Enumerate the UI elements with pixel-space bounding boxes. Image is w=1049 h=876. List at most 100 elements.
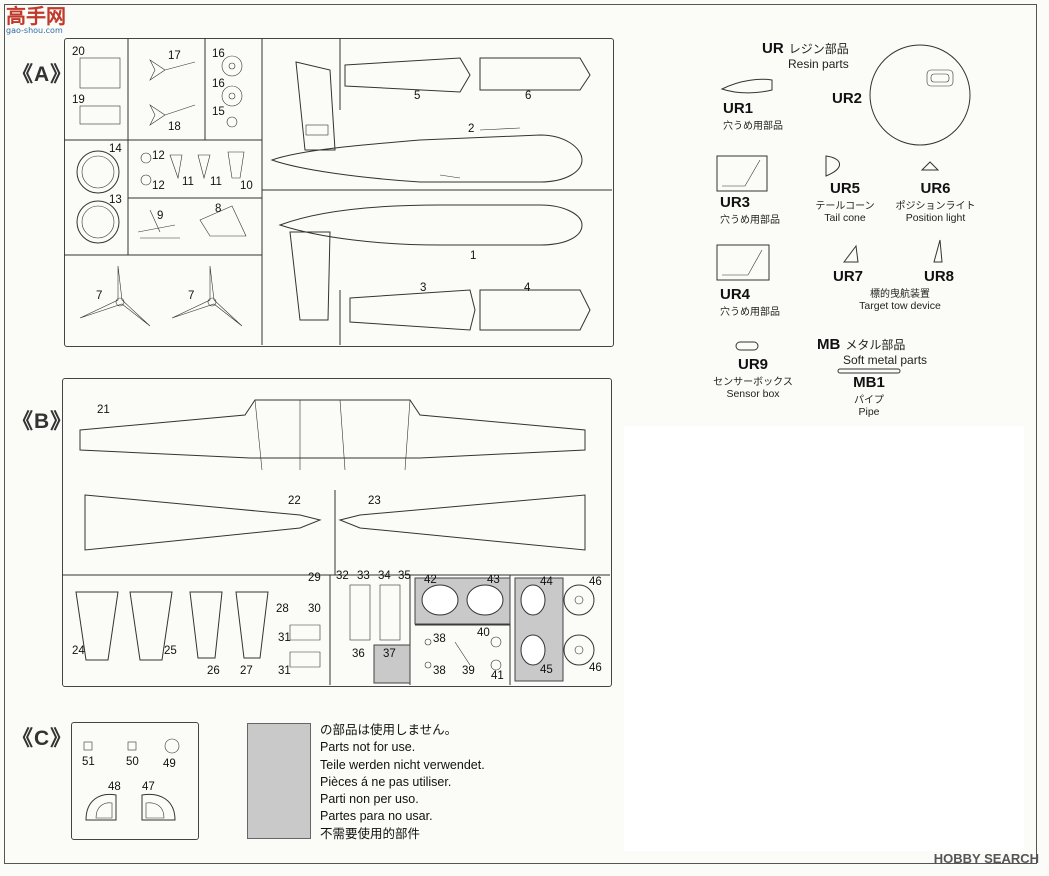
part-b-38a: 38 xyxy=(433,633,446,645)
part-a-14: 14 xyxy=(109,143,122,155)
not-used-line-fr: Pièces á ne pas utiliser. xyxy=(320,774,452,789)
part-b-24: 24 xyxy=(72,645,85,657)
part-a-1: 1 xyxy=(470,250,477,262)
part-a-7a: 7 xyxy=(96,290,103,302)
ur1-label: UR1 穴うめ用部品 xyxy=(723,100,783,132)
part-c-47: 47 xyxy=(142,781,155,793)
part-a-9: 9 xyxy=(157,210,164,222)
instruction-sheet xyxy=(4,4,1037,864)
part-b-30: 30 xyxy=(308,603,321,615)
part-c-49: 49 xyxy=(163,758,176,770)
metal-header-en: Soft metal parts xyxy=(843,353,928,367)
section-c-label: 《C》 xyxy=(12,727,73,750)
ur4-code: UR4 xyxy=(720,286,751,303)
part-b-21: 21 xyxy=(97,404,110,416)
mb1-label: MB1 パイプ Pipe xyxy=(838,374,900,418)
ur7-code: UR7 xyxy=(833,268,864,285)
part-a-13: 13 xyxy=(109,194,122,206)
ur5-en: Tail cone xyxy=(824,212,866,224)
brand-watermark: HOBBY SEARCH xyxy=(933,851,1039,866)
ur4-label: UR4 穴うめ用部品 xyxy=(720,286,780,318)
part-b-32: 32 xyxy=(336,570,349,582)
ur8-en: Target tow device xyxy=(859,300,941,312)
part-a-18: 18 xyxy=(168,121,181,133)
site-logo: 高手网 gao-shou.com xyxy=(6,6,66,35)
metal-header: MB メタル部品 Soft metal parts xyxy=(817,334,927,367)
not-used-swatch xyxy=(247,723,311,839)
part-a-16a: 16 xyxy=(212,48,225,60)
part-b-31b: 31 xyxy=(278,665,291,677)
ur4-jp: 穴うめ用部品 xyxy=(720,307,780,318)
runner-b-frame xyxy=(62,378,612,687)
part-b-28: 28 xyxy=(276,603,289,615)
part-a-11b: 11 xyxy=(210,176,222,188)
section-b-label: 《B》 xyxy=(12,410,73,433)
part-b-34: 34 xyxy=(378,570,391,582)
part-a-20: 20 xyxy=(72,46,85,58)
part-b-38b: 38 xyxy=(433,665,446,677)
part-b-36: 36 xyxy=(352,648,365,660)
ur8-label: 標的曳航装置 Target tow device xyxy=(840,285,960,312)
ur9-jp: センサーボックス xyxy=(713,377,793,388)
ur5-code: UR5 xyxy=(829,180,860,197)
part-b-23: 23 xyxy=(368,495,381,507)
part-a-7b: 7 xyxy=(188,290,195,302)
part-b-45: 45 xyxy=(540,664,553,676)
not-used-line-jp: の部品は使用しません。 xyxy=(320,723,458,737)
part-b-31a: 31 xyxy=(278,632,291,644)
part-b-40: 40 xyxy=(477,627,490,639)
not-used-legend: の部品は使用しません。 Parts not for use. Teile wer… xyxy=(320,722,485,843)
part-a-15: 15 xyxy=(212,106,225,118)
ur3-label: UR3 穴うめ用部品 xyxy=(720,194,780,226)
part-b-22: 22 xyxy=(288,495,301,507)
ur6-jp: ポジションライト xyxy=(895,201,976,212)
runner-c-frame xyxy=(71,722,199,840)
ur5-label: UR5 テールコーン Tail cone xyxy=(805,180,885,224)
resin-header-en: Resin parts xyxy=(788,57,849,71)
ur3-jp: 穴うめ用部品 xyxy=(720,215,780,226)
part-c-50: 50 xyxy=(126,756,139,768)
part-a-12b: 12 xyxy=(152,180,165,192)
site-logo-url: gao-shou.com xyxy=(6,26,63,35)
not-used-line-de: Teile werden nicht verwendet. xyxy=(320,757,485,772)
part-b-41: 41 xyxy=(491,670,504,682)
part-b-37: 37 xyxy=(383,648,396,660)
part-a-2: 2 xyxy=(468,123,475,135)
runner-a-frame xyxy=(64,38,614,347)
ur8-code: UR8 xyxy=(924,268,955,285)
part-b-46b: 46 xyxy=(589,662,602,674)
part-c-51: 51 xyxy=(82,756,95,768)
part-b-33: 33 xyxy=(357,570,370,582)
ur6-en: Position light xyxy=(905,212,966,224)
ur1-code: UR1 xyxy=(723,100,754,117)
part-b-43: 43 xyxy=(487,574,500,586)
not-used-line-en: Parts not for use. xyxy=(320,740,416,755)
part-b-25: 25 xyxy=(164,645,177,657)
part-a-3: 3 xyxy=(420,282,427,294)
not-used-line-zh: 不需要使用的部件 xyxy=(320,826,421,841)
resin-header-jp: レジン部品 xyxy=(788,42,849,56)
mb1-jp: パイプ xyxy=(854,395,884,406)
metal-header-jp: メタル部品 xyxy=(845,338,906,352)
ur9-label: UR9 センサーボックス Sensor box xyxy=(705,356,801,400)
part-b-44: 44 xyxy=(540,576,553,588)
ur9-en: Sensor box xyxy=(726,388,780,400)
part-b-46a: 46 xyxy=(589,576,602,588)
part-a-4: 4 xyxy=(524,282,531,294)
not-used-line-it: Parti non per uso. xyxy=(320,792,419,807)
part-b-35: 35 xyxy=(398,570,411,582)
part-a-5: 5 xyxy=(414,90,421,102)
mb1-en: Pipe xyxy=(858,406,880,418)
part-a-6: 6 xyxy=(525,90,532,102)
section-a-label: 《A》 xyxy=(12,63,73,86)
part-a-16b: 16 xyxy=(212,78,225,90)
site-logo-text: 高手网 xyxy=(6,4,66,28)
part-a-17: 17 xyxy=(168,50,181,62)
ur5-jp: テールコーン xyxy=(815,201,875,212)
ur3-code: UR3 xyxy=(720,194,751,211)
resin-header: UR レジン部品 Resin parts xyxy=(762,38,849,71)
part-b-26: 26 xyxy=(207,665,220,677)
